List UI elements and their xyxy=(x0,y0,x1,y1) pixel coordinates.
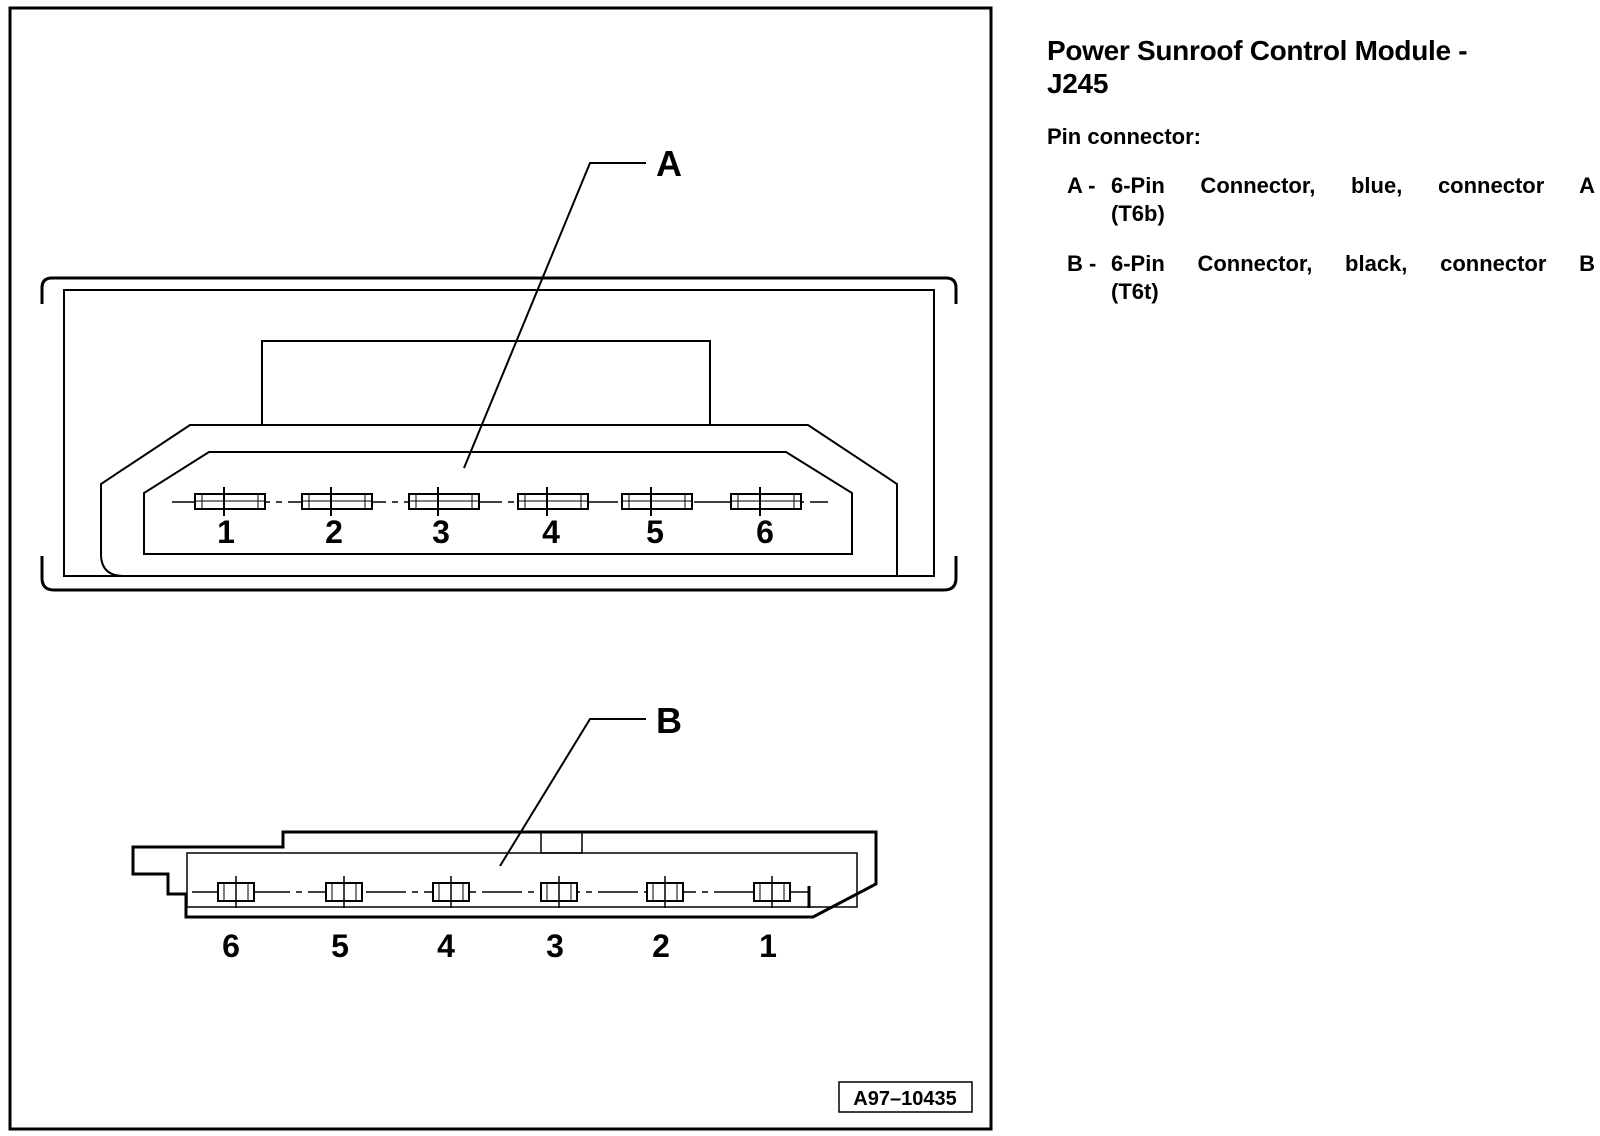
callout-b-leader xyxy=(499,718,646,867)
connector-b-inner xyxy=(186,852,858,908)
pin-terminal xyxy=(194,487,266,516)
legend-item-text: 6-Pin Connector, black, connector B xyxy=(1111,251,1595,276)
connector-a: 1 2 3 4 5 6 A xyxy=(40,143,958,592)
pin-label: 3 xyxy=(546,928,564,964)
connector-a-housing xyxy=(63,289,935,577)
reference-number: A97–10435 xyxy=(853,1088,956,1110)
connector-a-bracket-bottom xyxy=(40,556,958,592)
pin-terminal xyxy=(517,487,589,516)
pin-terminal xyxy=(730,487,802,516)
legend-item-letter: A - xyxy=(1067,173,1096,198)
pin-label: 1 xyxy=(759,928,777,964)
description-panel: Power Sunroof Control Module - J245 Pin … xyxy=(1047,34,1595,328)
callout-a-label: A xyxy=(656,143,682,184)
pin-terminal xyxy=(217,876,255,908)
pin-label: 2 xyxy=(325,514,343,550)
pin-label: 3 xyxy=(432,514,450,550)
figure-frame xyxy=(8,6,993,1131)
pin-terminal xyxy=(753,876,791,908)
pin-terminal xyxy=(540,876,578,908)
pin-terminal xyxy=(621,487,693,516)
legend-item-a: A - 6-Pin Connector, blue, connector A (… xyxy=(1067,172,1595,228)
page-title: Power Sunroof Control Module - J245 xyxy=(1047,34,1595,100)
pin-label: 2 xyxy=(652,928,670,964)
connector-a-inner-shell xyxy=(143,451,853,555)
pin-label: 5 xyxy=(646,514,664,550)
pin-terminal xyxy=(646,876,684,908)
page-title-line2: J245 xyxy=(1047,68,1109,99)
pin-label: 6 xyxy=(756,514,774,550)
pin-terminal xyxy=(432,876,470,908)
callout-b-label: B xyxy=(656,700,682,741)
pin-label: 1 xyxy=(217,514,235,550)
pin-label: 4 xyxy=(542,514,560,550)
legend-item-text: 6-Pin Connector, blue, connector A xyxy=(1111,173,1595,198)
legend-item-b: B - 6-Pin Connector, black, connector B … xyxy=(1067,250,1595,306)
legend-item-letter: B - xyxy=(1067,251,1097,276)
callout-a-leader xyxy=(463,162,646,469)
connector-diagram: 1 2 3 4 5 6 A 6 5 4 3 2 1 B A97–10435 xyxy=(8,6,993,1131)
connector-a-pins xyxy=(194,487,802,516)
connector-a-bracket-top xyxy=(40,276,958,304)
connector-a-pin-labels: 1 2 3 4 5 6 xyxy=(217,514,774,550)
reference-box xyxy=(838,1081,973,1113)
pin-label: 4 xyxy=(437,928,455,964)
legend-item-code: (T6t) xyxy=(1111,279,1159,304)
connector-b-key xyxy=(540,831,583,854)
legend-item-code: (T6b) xyxy=(1111,201,1165,226)
connector-a-outer-shell xyxy=(100,424,898,577)
connector-b: 6 5 4 3 2 1 B xyxy=(131,700,878,964)
connector-b-pins xyxy=(217,876,791,908)
pin-terminal xyxy=(325,876,363,908)
connector-b-housing xyxy=(131,830,878,919)
pin-label: 6 xyxy=(222,928,240,964)
pin-label: 5 xyxy=(331,928,349,964)
page-title-line1: Power Sunroof Control Module - xyxy=(1047,35,1468,66)
pin-connector-heading: Pin connector: xyxy=(1047,124,1202,149)
connector-b-pin-labels: 6 5 4 3 2 1 xyxy=(222,928,777,964)
pin-terminal xyxy=(301,487,373,516)
pin-terminal xyxy=(408,487,480,516)
